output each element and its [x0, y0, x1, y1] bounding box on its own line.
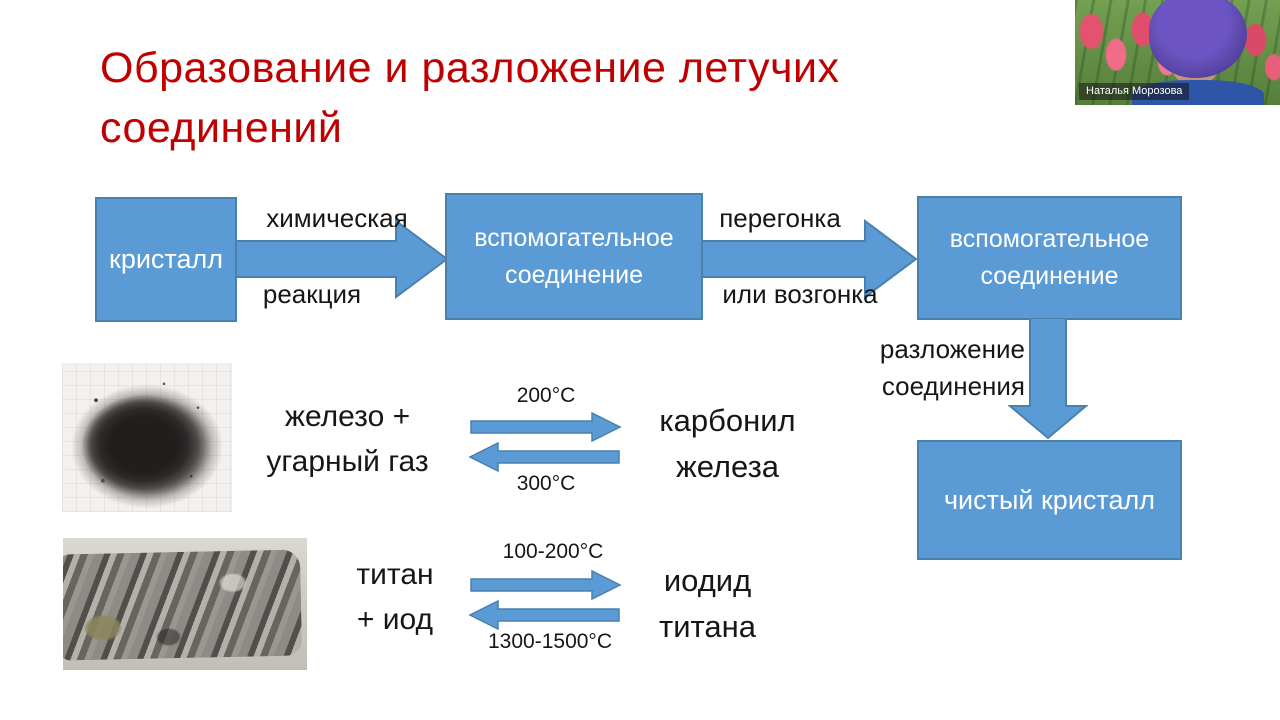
flow-box-pure-crystal: чистый кристалл: [917, 440, 1182, 560]
example2-reverse-arrow-icon: [468, 600, 620, 630]
participant-name-badge: Наталья Морозова: [1079, 83, 1190, 100]
flow-arrow-right-2-icon: [702, 219, 918, 299]
example1-forward-arrow-icon: [470, 412, 622, 442]
example2-forward-arrow-icon: [470, 570, 622, 600]
example2-reverse-temp: 1300-1500°C: [488, 630, 612, 653]
arrow-label-sublimation: или возгонка: [722, 279, 878, 309]
slide-title-line1: Образование и разложение летучих: [100, 44, 840, 92]
flow-box-auxiliary-2-line2: соединение: [980, 262, 1119, 290]
example1-product-line1: карбонил: [659, 403, 796, 438]
slide-title-line2: соединений: [100, 104, 343, 152]
example1-product-line2: железа: [675, 449, 780, 484]
flow-arrow-down-icon: [1008, 318, 1088, 440]
participant-hair: [1148, 0, 1248, 78]
example2-product-line2: титана: [659, 609, 756, 644]
example1-reactants-line1: железо +: [284, 400, 411, 433]
flow-box-auxiliary-2-line1: вспомогательное: [949, 225, 1150, 253]
flow-box-crystal: кристалл: [95, 197, 237, 322]
flow-box-auxiliary-2: вспомогательное соединение: [917, 196, 1182, 320]
example1-product: карбонил железа: [630, 398, 825, 490]
example2-reactants: титан + иод: [330, 552, 460, 642]
titanium-crystal-bar-photo: [63, 538, 307, 670]
flow-arrow-right-1-icon: [236, 219, 449, 299]
example2-product: иодид титана: [625, 558, 790, 650]
slide-title: Образование и разложение летучих соедине…: [100, 38, 1060, 158]
titanium-bar-texture: [63, 549, 303, 661]
down-arrow-label: разложение соединения: [830, 331, 1025, 405]
webcam-view[interactable]: Наталья Морозова: [1075, 0, 1280, 105]
flow-box-auxiliary-1-line2: соединение: [505, 260, 643, 289]
down-arrow-label-line2: соединения: [881, 371, 1025, 401]
example1-reverse-temp: 300°C: [516, 472, 576, 495]
flow-box-pure-crystal-label: чистый кристалл: [943, 484, 1155, 515]
example2-product-line1: иодид: [663, 563, 752, 598]
example2-forward-temp: 100-200°C: [502, 540, 604, 563]
example1-reactants: железо + угарный газ: [240, 394, 455, 484]
iron-powder-photo: [62, 363, 232, 512]
arrow-label-reaction: реакция: [262, 279, 362, 309]
arrow-label-chemical: химическая: [266, 203, 408, 233]
example2-reactants-line2: + иод: [356, 603, 434, 636]
example1-forward-temp: 200°C: [516, 384, 576, 407]
arrow-label-distillation: перегонка: [719, 203, 841, 233]
down-arrow-label-line1: разложение: [879, 334, 1025, 364]
flow-box-auxiliary-1: вспомогательное соединение: [445, 193, 703, 320]
flow-box-crystal-label: кристалл: [109, 244, 223, 274]
example1-reverse-arrow-icon: [468, 442, 620, 472]
example2-reactants-line1: титан: [356, 558, 434, 591]
flow-box-auxiliary-1-line1: вспомогательное: [474, 223, 674, 252]
example1-reactants-line2: угарный газ: [266, 445, 429, 478]
